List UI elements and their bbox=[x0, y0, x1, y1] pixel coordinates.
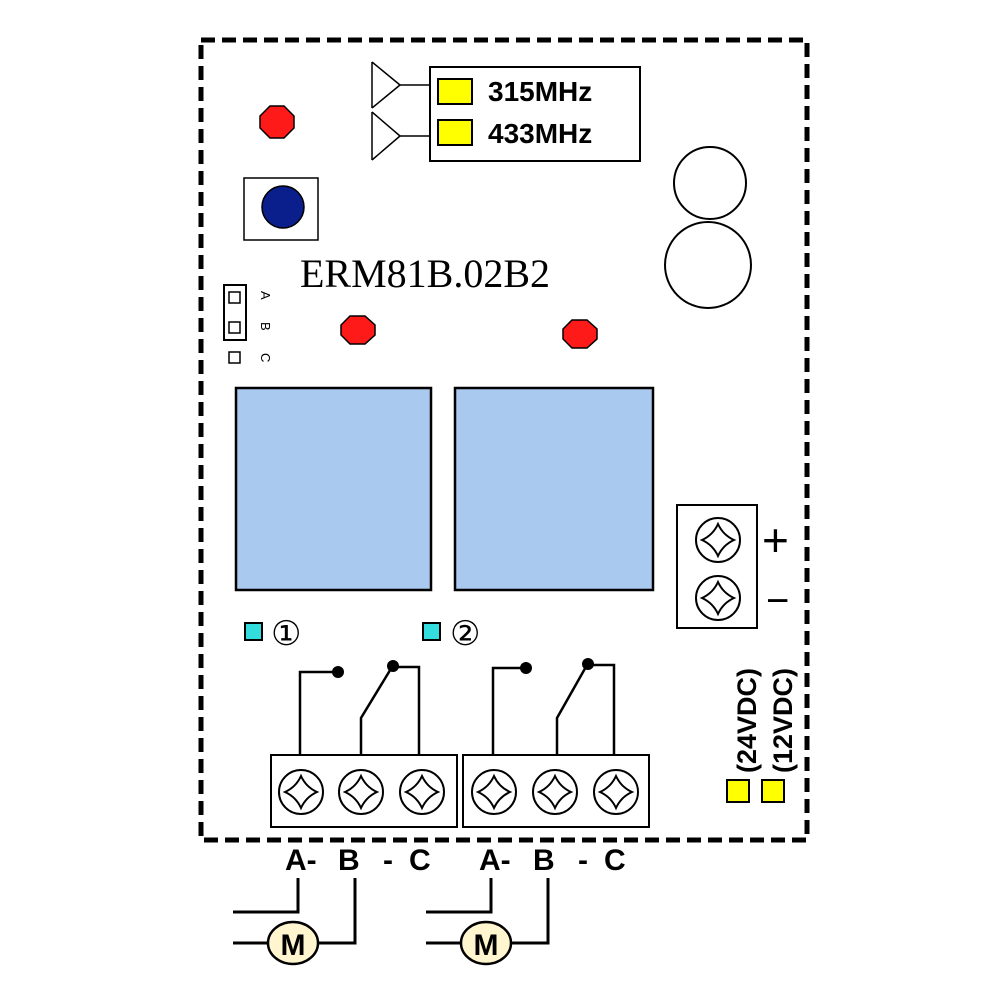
voltage-pad-12v[interactable] bbox=[761, 779, 785, 803]
terminal-label-a: A- bbox=[285, 844, 317, 877]
terminal-label-b: B bbox=[533, 844, 555, 877]
relay-2-contacts bbox=[491, 663, 616, 758]
terminal-label-dash: - bbox=[383, 844, 393, 877]
learn-button[interactable] bbox=[261, 185, 305, 229]
capacitor-bottom bbox=[664, 221, 752, 309]
relay-led-1 bbox=[340, 315, 376, 345]
motor-1-label: M bbox=[281, 929, 306, 962]
relay-1-contact-pivot bbox=[387, 660, 399, 672]
relay-1 bbox=[234, 386, 433, 592]
relay-2 bbox=[453, 386, 655, 592]
frequency-pad-433[interactable] bbox=[437, 119, 473, 146]
relay-1-contacts bbox=[298, 665, 421, 758]
board-model-label: ERM81B.02B2 bbox=[300, 251, 550, 296]
frequency-pad-315[interactable] bbox=[437, 78, 473, 105]
terminal-label-b: B bbox=[338, 844, 360, 877]
frequency-label-433: 433MHz bbox=[488, 118, 592, 149]
status-led bbox=[259, 105, 295, 139]
voltage-label-12v: (12VDC) bbox=[768, 668, 798, 773]
motor-2 bbox=[459, 920, 513, 966]
channel-label-2: ② bbox=[450, 616, 480, 653]
terminal-screw[interactable] bbox=[532, 769, 578, 815]
jumper-label-c: C bbox=[258, 353, 273, 362]
terminal-screw[interactable] bbox=[471, 769, 517, 815]
relay-1-contact-nc bbox=[332, 666, 344, 678]
power-screw-plus[interactable] bbox=[695, 517, 741, 563]
motor-2-label: M bbox=[474, 929, 499, 962]
relay-led-2 bbox=[562, 319, 598, 349]
board-outline bbox=[198, 37, 810, 843]
jumper-label-a: A bbox=[258, 291, 273, 300]
power-screw-minus[interactable] bbox=[695, 575, 741, 621]
antenna-icon bbox=[371, 61, 432, 109]
terminal-label-c: C bbox=[604, 844, 626, 877]
terminal-screw[interactable] bbox=[593, 769, 639, 815]
power-minus-label: − bbox=[766, 579, 789, 623]
capacitor-top bbox=[673, 146, 747, 220]
motor-1-wiring bbox=[233, 878, 357, 945]
terminal-label-c: C bbox=[409, 844, 431, 877]
terminal-screw[interactable] bbox=[278, 769, 324, 815]
relay-2-contact-pivot bbox=[582, 658, 594, 670]
motor-2-wiring bbox=[426, 878, 550, 945]
channel-label-1: ① bbox=[271, 616, 301, 653]
frequency-label-315: 315MHz bbox=[488, 76, 592, 107]
channel-pad-2 bbox=[422, 622, 441, 641]
jumper-header[interactable] bbox=[223, 284, 247, 364]
terminal-screw[interactable] bbox=[399, 769, 445, 815]
power-plus-label: + bbox=[762, 514, 789, 566]
channel-pad-1 bbox=[244, 622, 263, 641]
relay-2-contact-nc bbox=[520, 662, 532, 674]
voltage-pad-24v[interactable] bbox=[726, 779, 750, 803]
motor-1 bbox=[266, 920, 320, 966]
terminal-screw[interactable] bbox=[338, 769, 384, 815]
terminal-label-a: A- bbox=[479, 844, 511, 877]
terminal-label-dash: - bbox=[578, 844, 588, 877]
voltage-label-24v: (24VDC) bbox=[732, 668, 762, 773]
jumper-label-b: B bbox=[258, 322, 273, 331]
antenna-icon bbox=[371, 111, 432, 161]
